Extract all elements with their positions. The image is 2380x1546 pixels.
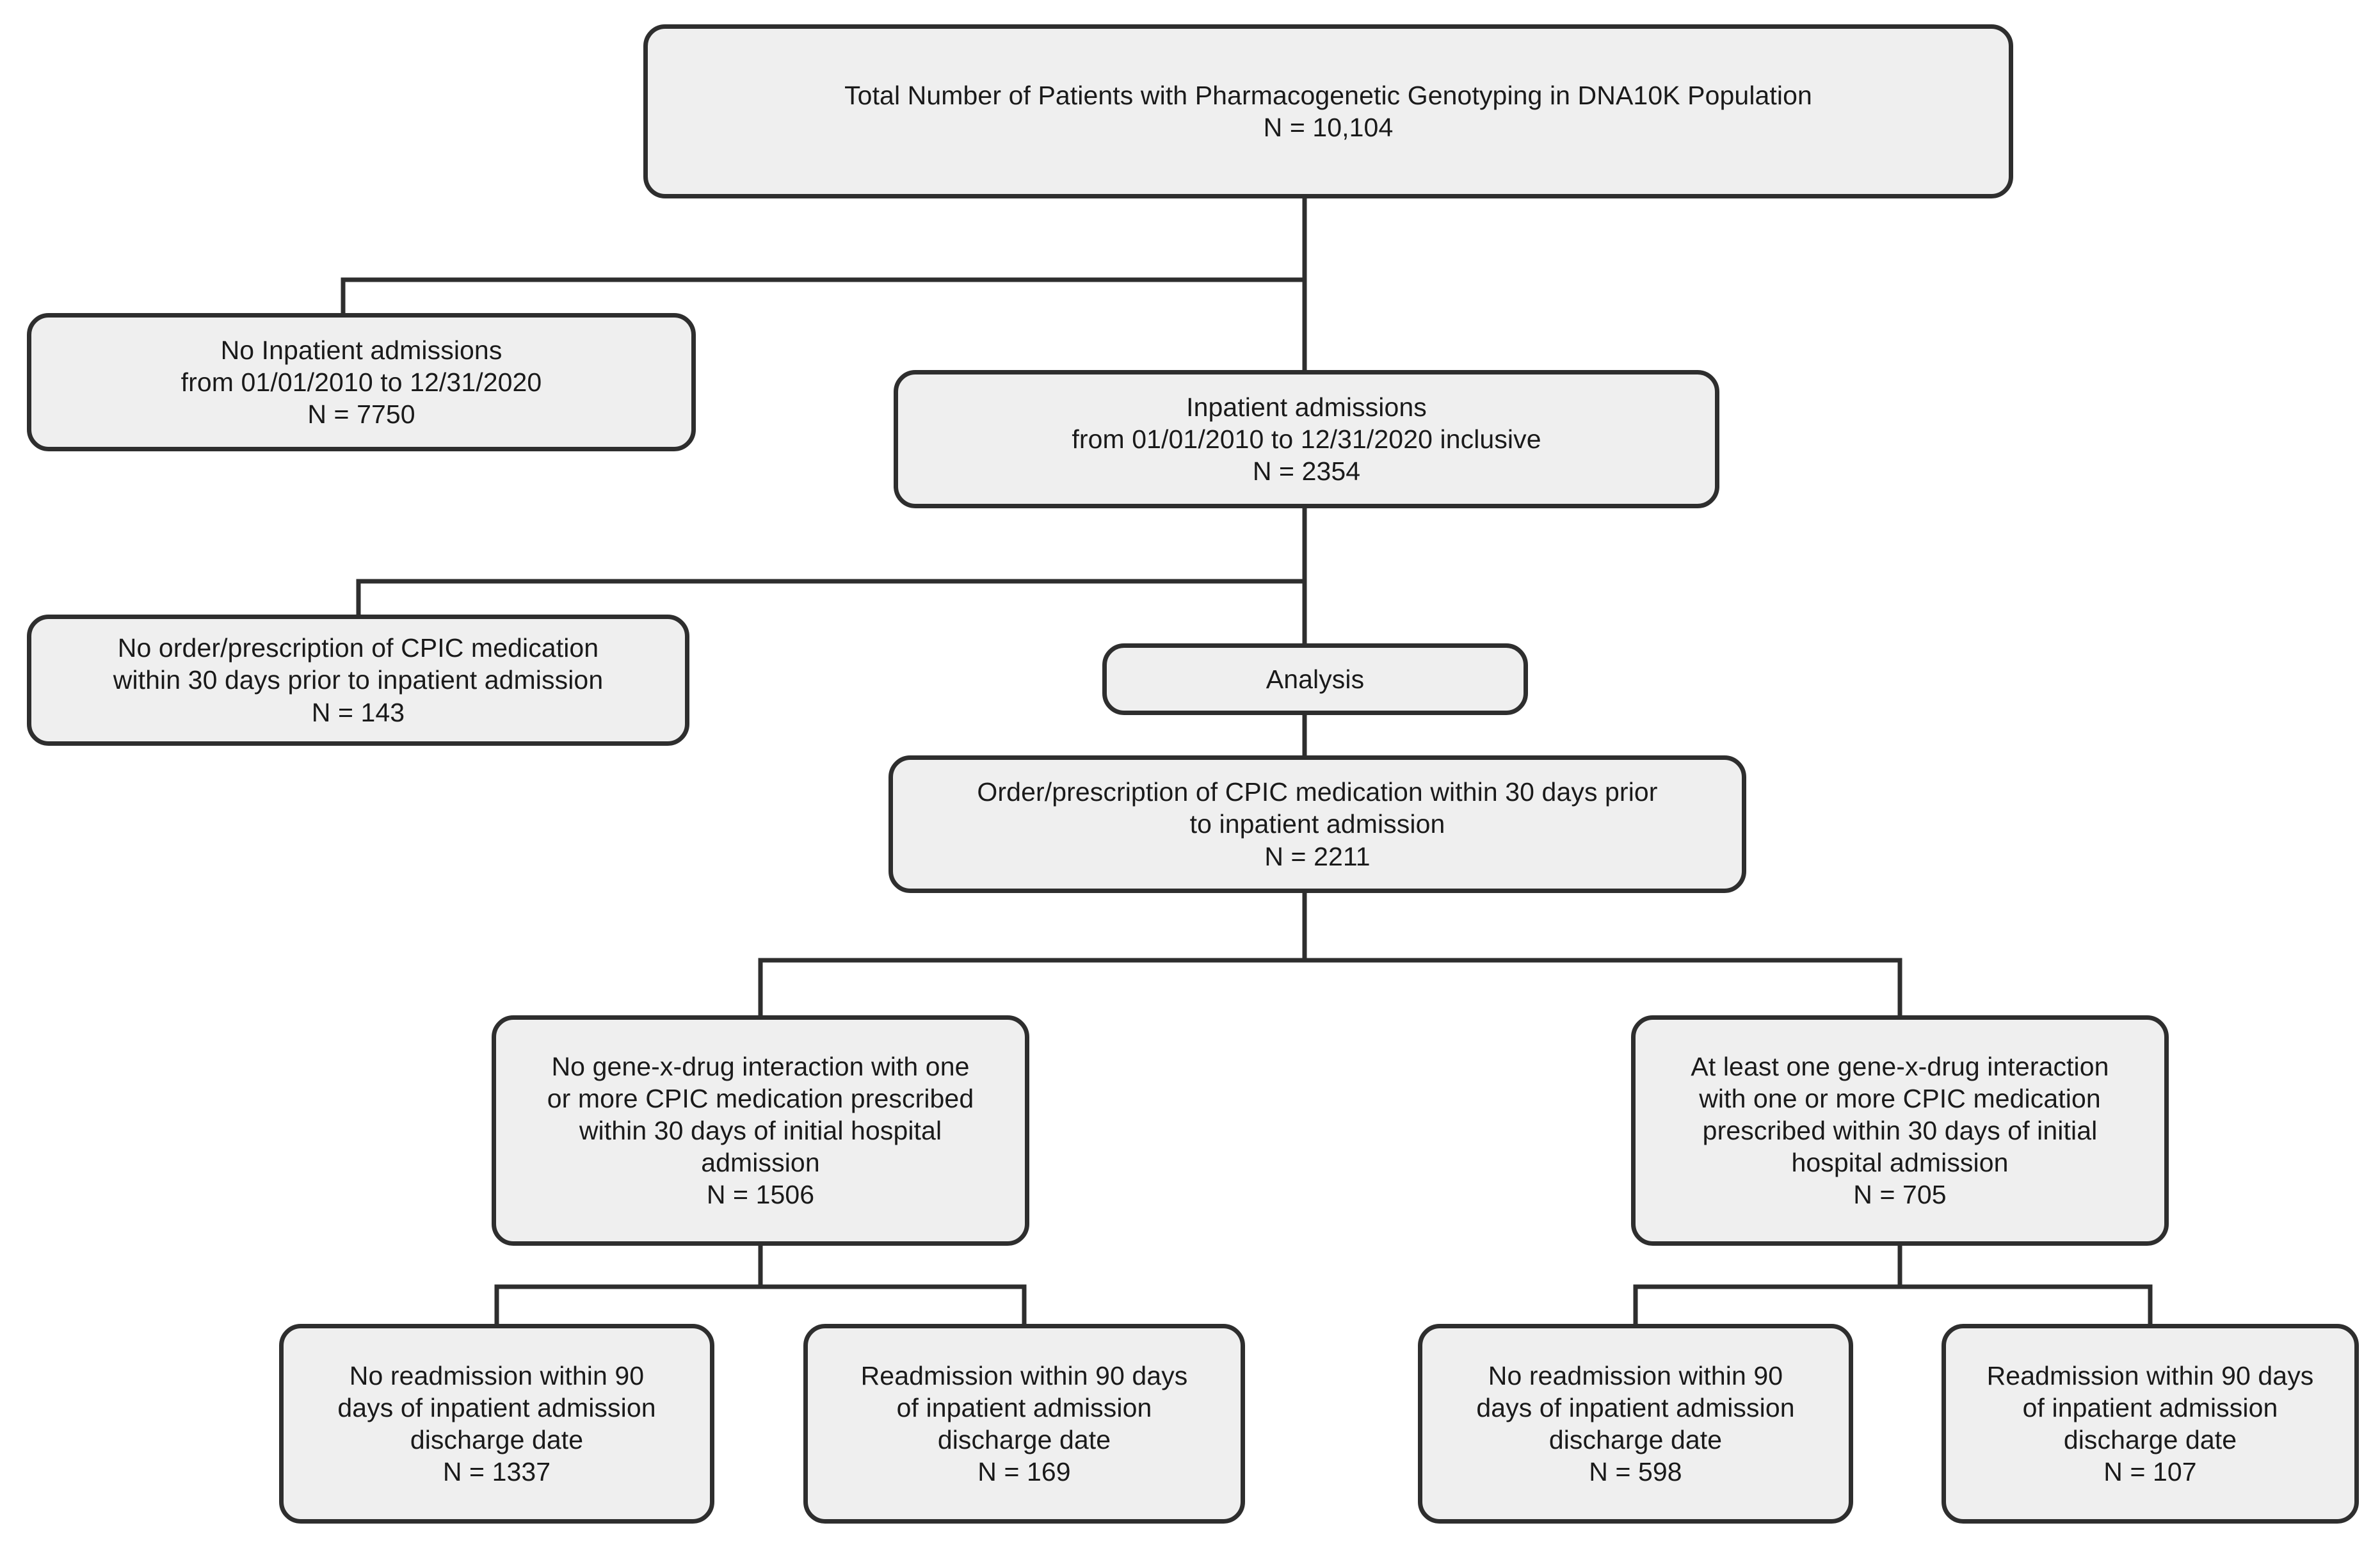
node-gene-drug-interaction[interactable]: At least one gene-x-drug interaction wit… [1631, 1015, 2169, 1246]
node-no-gene-drug-interaction-label: No gene-x-drug interaction with one or m… [547, 1051, 974, 1210]
node-cpic-order-label: Order/prescription of CPIC medication wi… [977, 777, 1658, 871]
node-no-readmission-left[interactable]: No readmission within 90 days of inpatie… [279, 1324, 714, 1524]
node-analysis-label: Analysis [1266, 664, 1365, 694]
node-no-inpatient-admissions[interactable]: No Inpatient admissions from 01/01/2010 … [27, 313, 696, 451]
node-no-cpic-order[interactable]: No order/prescription of CPIC medication… [27, 615, 689, 746]
node-total-patients-label: Total Number of Patients with Pharmacoge… [844, 80, 1812, 142]
node-analysis[interactable]: Analysis [1102, 643, 1528, 715]
node-readmission-left-label: Readmission within 90 days of inpatient … [860, 1360, 1188, 1487]
node-cpic-order[interactable]: Order/prescription of CPIC medication wi… [888, 755, 1746, 893]
node-no-readmission-left-label: No readmission within 90 days of inpatie… [337, 1360, 656, 1487]
node-readmission-right-label: Readmission within 90 days of inpatient … [1986, 1360, 2314, 1487]
node-no-gene-drug-interaction[interactable]: No gene-x-drug interaction with one or m… [492, 1015, 1029, 1246]
node-no-readmission-right[interactable]: No readmission within 90 days of inpatie… [1418, 1324, 1853, 1524]
node-inpatient-admissions[interactable]: Inpatient admissions from 01/01/2010 to … [894, 370, 1719, 508]
node-inpatient-admissions-label: Inpatient admissions from 01/01/2010 to … [1072, 392, 1541, 486]
node-total-patients[interactable]: Total Number of Patients with Pharmacoge… [643, 24, 2013, 198]
node-no-readmission-right-label: No readmission within 90 days of inpatie… [1476, 1360, 1795, 1487]
node-no-inpatient-admissions-label: No Inpatient admissions from 01/01/2010 … [181, 335, 542, 429]
node-readmission-right[interactable]: Readmission within 90 days of inpatient … [1942, 1324, 2359, 1524]
node-gene-drug-interaction-label: At least one gene-x-drug interaction wit… [1691, 1051, 2109, 1210]
node-readmission-left[interactable]: Readmission within 90 days of inpatient … [803, 1324, 1245, 1524]
node-no-cpic-order-label: No order/prescription of CPIC medication… [113, 633, 604, 727]
